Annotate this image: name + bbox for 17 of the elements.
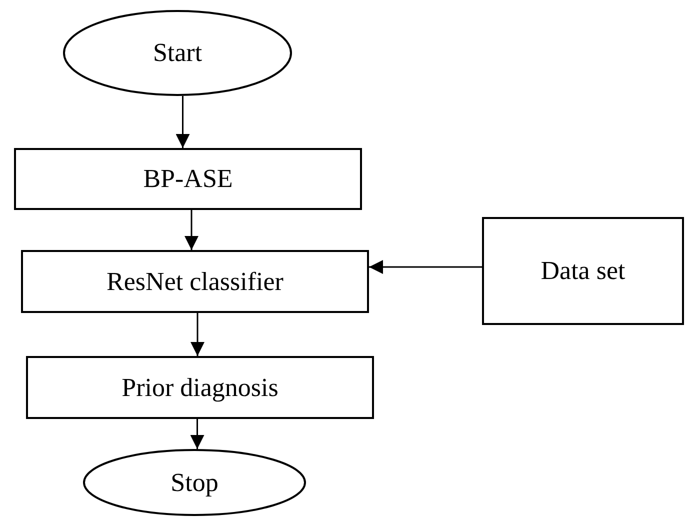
node-label: Data set — [540, 255, 626, 287]
arrow — [190, 419, 204, 449]
process-box — [14, 148, 362, 210]
arrow — [176, 96, 190, 148]
node-label: ResNet classifier — [106, 266, 284, 298]
process-box — [26, 356, 374, 419]
process-box — [21, 250, 369, 313]
terminal-ellipse — [63, 10, 292, 96]
node-label: Prior diagnosis — [122, 372, 278, 404]
arrow — [190, 313, 204, 356]
node-label: Start — [152, 37, 202, 69]
node-label: BP-ASE — [143, 163, 233, 195]
node-label: Stop — [170, 466, 218, 498]
process-box — [482, 217, 684, 325]
arrow — [369, 260, 482, 274]
arrow — [184, 210, 198, 250]
terminal-ellipse — [83, 449, 306, 516]
